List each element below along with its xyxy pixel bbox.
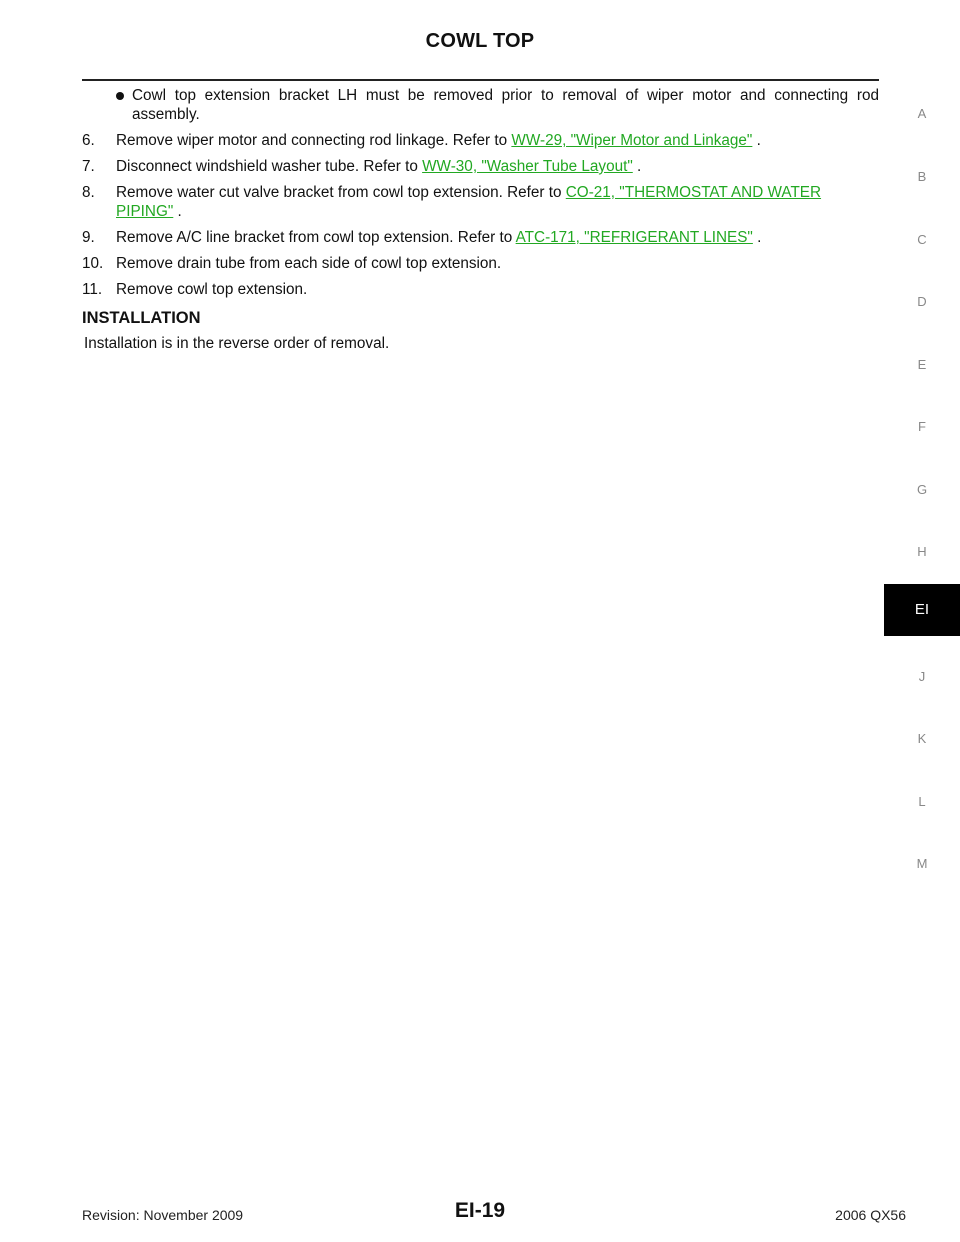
step-punct: .	[173, 203, 182, 220]
step-8: 8. Remove water cut valve bracket from c…	[82, 183, 879, 221]
step-number: 11.	[82, 281, 103, 298]
step-7: 7. Disconnect windshield washer tube. Re…	[82, 157, 879, 176]
title-divider	[82, 79, 879, 81]
footer-revision: Revision: November 2009	[82, 1207, 244, 1223]
step-text: Remove drain tube from each side of cowl…	[116, 255, 502, 272]
note-text: Cowl top extension bracket LH must be re…	[132, 87, 879, 123]
step-text: Remove water cut valve bracket from cowl…	[116, 184, 566, 201]
tab-c[interactable]: C	[917, 232, 927, 247]
link-ww-29[interactable]: WW-29, "Wiper Motor and Linkage"	[511, 132, 753, 149]
step-11: 11. Remove cowl top extension.	[82, 280, 879, 299]
step-number: 9.	[82, 229, 95, 246]
tab-d[interactable]: D	[917, 294, 927, 309]
section-index-tabs: A B C D E F G H EI J K L M	[884, 0, 960, 1242]
tab-b[interactable]: B	[917, 169, 927, 184]
tab-h[interactable]: H	[917, 544, 927, 559]
installation-text: Installation is in the reverse order of …	[84, 335, 390, 352]
tab-k[interactable]: K	[917, 731, 927, 746]
footer-model: 2006 QX56	[835, 1207, 906, 1223]
page-title: COWL TOP	[425, 30, 535, 52]
link-ww-30[interactable]: WW-30, "Washer Tube Layout"	[422, 158, 633, 175]
bullet-icon	[116, 92, 124, 100]
tab-l[interactable]: L	[918, 794, 926, 809]
step-punct: .	[752, 132, 761, 149]
step-text: Remove A/C line bracket from cowl top ex…	[116, 229, 516, 246]
main-content: Cowl top extension bracket LH must be re…	[82, 86, 879, 353]
step-number: 8.	[82, 184, 95, 201]
note-bullet: Cowl top extension bracket LH must be re…	[82, 86, 879, 124]
tab-j[interactable]: J	[918, 669, 926, 684]
link-atc-171[interactable]: ATC-171, "REFRIGERANT LINES"	[515, 229, 753, 246]
step-10: 10. Remove drain tube from each side of …	[82, 254, 879, 273]
footer-page-number: EI-19	[454, 1199, 506, 1222]
link-co-21[interactable]: CO-21, "THERMOSTAT AND WATER PIPING"	[116, 184, 822, 220]
step-text: Disconnect windshield washer tube. Refer…	[116, 158, 423, 175]
step-text: Remove wiper motor and connecting rod li…	[116, 132, 512, 149]
step-9: 9. Remove A/C line bracket from cowl top…	[82, 228, 879, 247]
tab-ei-active[interactable]: EI	[884, 584, 960, 636]
step-number: 6.	[82, 132, 95, 149]
tab-a[interactable]: A	[917, 106, 927, 121]
step-number: 10.	[82, 255, 104, 272]
tab-m[interactable]: M	[916, 856, 928, 871]
tab-g[interactable]: G	[916, 482, 928, 497]
step-6: 6. Remove wiper motor and connecting rod…	[82, 131, 879, 150]
step-text: Remove cowl top extension.	[116, 281, 308, 298]
tab-f[interactable]: F	[918, 419, 926, 434]
step-punct: .	[632, 158, 642, 175]
installation-heading: INSTALLATION	[82, 309, 201, 327]
tab-e[interactable]: E	[917, 357, 927, 372]
step-number: 7.	[82, 158, 95, 175]
step-punct: .	[752, 229, 762, 246]
